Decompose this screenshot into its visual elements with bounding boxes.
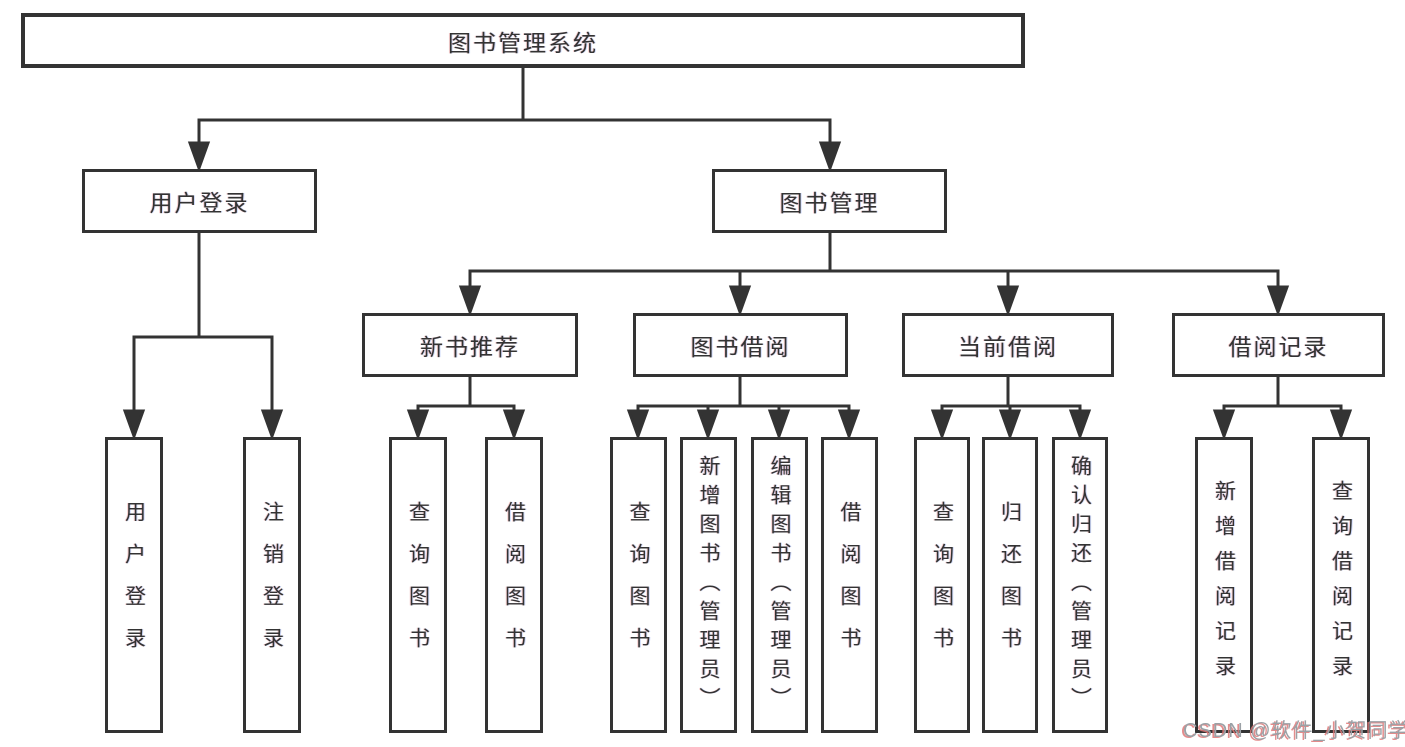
- arrow-down-icon: [406, 409, 430, 441]
- connector-current-borrow-branch: [930, 377, 1092, 441]
- node-book-borrowing: 图书借阅: [633, 313, 848, 377]
- node-book-management: 图书管理: [712, 169, 947, 233]
- arrow-down-icon: [260, 409, 284, 441]
- arrow-down-icon: [696, 409, 720, 441]
- leaf-user-login: 用户登录: [105, 437, 163, 733]
- leaf-logout: 注销登录: [243, 437, 301, 733]
- leaf-query-borrow-record: 查询借阅记录: [1312, 437, 1370, 733]
- leaf-label: 查询图书: [406, 501, 430, 669]
- leaf-edit-books-admin: 编辑图书（管理员）: [751, 437, 808, 733]
- leaf-label: 确认归还（管理员）: [1068, 454, 1092, 716]
- leaf-label: 注销登录: [260, 501, 284, 669]
- arrow-down-icon: [1329, 409, 1353, 441]
- node-user-login: 用户登录: [82, 169, 317, 233]
- leaf-label: 新增借阅记录: [1212, 480, 1236, 690]
- connector-root-branch: [187, 68, 842, 173]
- arrow-down-icon: [837, 409, 861, 441]
- arrow-down-icon: [930, 409, 954, 441]
- arrow-down-icon: [502, 409, 526, 441]
- arrow-down-icon: [996, 285, 1020, 317]
- csdn-watermark: CSDN @软件_小贺同学: [1183, 720, 1405, 742]
- arrow-down-icon: [767, 409, 791, 441]
- arrow-down-icon: [122, 409, 146, 441]
- node-current-borrowing: 当前借阅: [902, 313, 1114, 377]
- leaf-label: 查询借阅记录: [1329, 480, 1353, 690]
- leaf-label: 用户登录: [122, 501, 146, 669]
- leaf-add-borrow-record: 新增借阅记录: [1195, 437, 1253, 733]
- arrow-down-icon: [187, 141, 211, 173]
- node-new-book-recommendation: 新书推荐: [362, 313, 578, 377]
- leaf-label: 查询图书: [627, 501, 650, 669]
- leaf-return-books: 归还图书: [982, 437, 1038, 733]
- leaf-confirm-return-admin: 确认归还（管理员）: [1052, 437, 1108, 733]
- node-borrowing-records: 借阅记录: [1172, 313, 1385, 377]
- node-library-management-system: 图书管理系统: [21, 13, 1025, 68]
- connector-book-borrow-branch: [626, 377, 861, 441]
- arrow-down-icon: [1212, 409, 1236, 441]
- leaf-label: 借阅图书: [838, 501, 861, 669]
- leaf-query-books-recommend: 查询图书: [389, 437, 447, 733]
- arrow-down-icon: [1266, 285, 1290, 317]
- leaf-borrow-books: 借阅图书: [821, 437, 878, 733]
- arrow-down-icon: [626, 409, 650, 441]
- leaf-query-books-borrow: 查询图书: [610, 437, 667, 733]
- arrow-down-icon: [458, 285, 482, 317]
- leaf-query-books-current: 查询图书: [914, 437, 970, 733]
- connector-borrow-records-branch: [1212, 377, 1353, 441]
- leaf-add-books-admin: 新增图书（管理员）: [680, 437, 737, 733]
- arrow-down-icon: [818, 141, 842, 173]
- arrow-down-icon: [998, 409, 1022, 441]
- leaf-label: 查询图书: [930, 501, 954, 669]
- arrow-down-icon: [728, 285, 752, 317]
- leaf-label: 新增图书（管理员）: [697, 454, 720, 716]
- leaf-label: 归还图书: [998, 501, 1022, 669]
- leaf-borrow-books-recommend: 借阅图书: [485, 437, 543, 733]
- leaf-label: 编辑图书（管理员）: [768, 454, 791, 716]
- connector-user-login-branch: [122, 233, 284, 441]
- connector-new-book-branch: [406, 377, 526, 441]
- connector-book-management-branch: [458, 233, 1290, 317]
- leaf-label: 借阅图书: [502, 501, 526, 669]
- arrow-down-icon: [1068, 409, 1092, 441]
